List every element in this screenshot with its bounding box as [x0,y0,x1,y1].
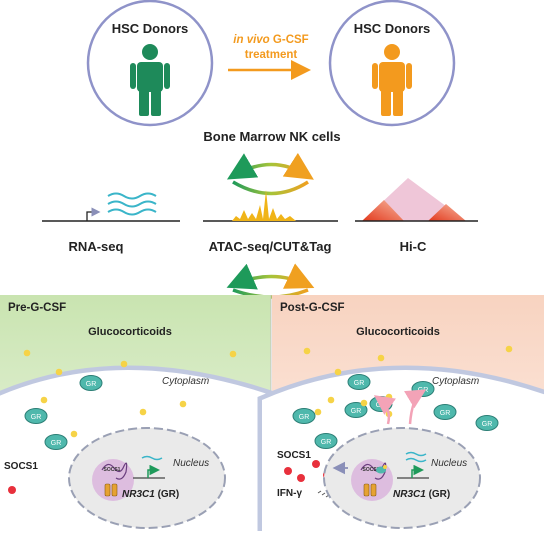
pre-nr3c1-gene [133,455,165,479]
post-ifn-label: IFN-γ [277,488,302,499]
donor-before-group: HSC Donors [86,0,214,127]
post-gcsf-panel: Post-G-CSF Glucocorticoids Cytoplasm GR … [257,295,544,536]
svg-text:GR: GR [482,421,493,428]
post-nucleus-label: Nucleus [431,458,467,469]
person-green-icon [130,44,170,116]
treatment-line-1: in vivo G-CSF [233,34,308,46]
svg-text:GR: GR [440,410,451,417]
post-cytoplasm-label: Cytoplasm [432,376,479,387]
atac-seq-label: ATAC-seq/CUT&Tag [209,239,332,254]
person-orange-icon [372,44,412,116]
pre-nr3c1-label: NR3C1 (GR) [122,489,179,500]
post-socs1-label: SOCS1 [277,450,311,461]
treatment-line-2: treatment [245,49,298,61]
hic-label: Hi-C [400,239,427,254]
cell-type-label: Bone Marrow NK cells [203,129,340,144]
post-gr-receptors: GR GR GR GR GR GR GR GR [292,374,499,449]
svg-text:GR: GR [51,440,62,447]
svg-text:GR: GR [31,414,42,421]
post-chromatin: SOCS1 [351,459,393,501]
svg-text:GR: GR [299,414,310,421]
pre-glucocorticoids-label: Glucocorticoids [88,326,172,338]
svg-text:SOCS1: SOCS1 [104,467,121,473]
pre-gcsf-panel: Pre-G-CSF Glucocorticoids Cytoplasm GR G… [0,295,290,536]
pre-glucocorticoid-dots [23,349,237,438]
post-glucocorticoids-label: Glucocorticoids [356,326,440,338]
post-nr3c1-gene [397,451,429,479]
pre-cytoplasm-label: Cytoplasm [162,376,209,387]
post-panel-title: Post-G-CSF [280,302,345,314]
exchange-arrow-bottom [226,263,315,299]
donor-before-label: HSC Donors [112,21,189,36]
post-export-arrow [403,389,427,425]
atac-seq-icon [203,190,338,222]
svg-text:GR: GR [321,439,332,446]
pre-panel-title: Pre-G-CSF [8,302,66,314]
pre-socs1-protein [8,486,16,494]
rna-seq-label: RNA-seq [69,239,124,254]
svg-text:SOCS1: SOCS1 [363,467,380,473]
exchange-arrow-top [226,152,314,196]
svg-text:GR: GR [351,408,362,415]
post-import-arrow [373,395,397,425]
rna-seq-icon [42,192,180,222]
donor-after-group: HSC Donors [328,0,456,127]
pre-socs1-label: SOCS1 [4,461,38,472]
post-nr3c1-label: NR3C1 (GR) [393,489,450,500]
hic-icon [355,178,478,222]
svg-text:GR: GR [86,381,97,388]
pre-gr-receptors: GR GR GR [24,375,103,450]
svg-text:GR: GR [354,380,365,387]
donor-after-label: HSC Donors [354,21,431,36]
pre-nucleus-label: Nucleus [173,458,209,469]
pre-chromatin: SOCS1 [92,459,134,501]
